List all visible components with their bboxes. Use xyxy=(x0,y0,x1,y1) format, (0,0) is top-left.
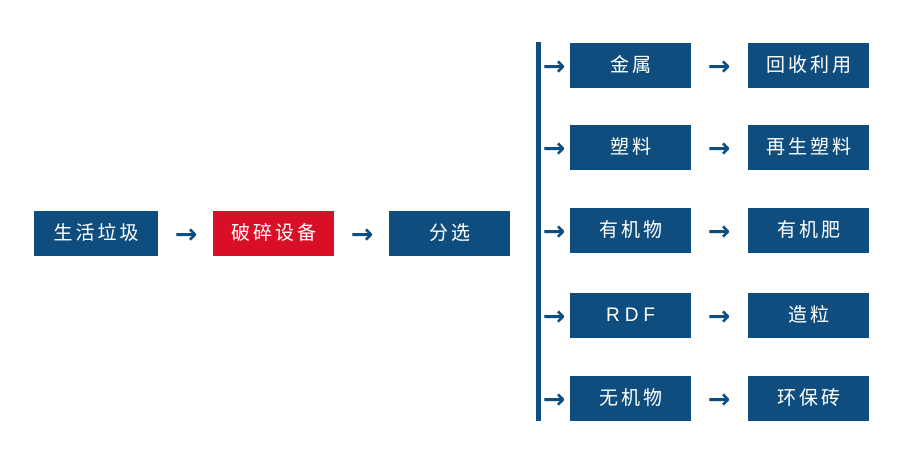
arrow-trunk-to-branch-0: → xyxy=(542,50,566,82)
node-main-0[interactable]: 生活垃圾 xyxy=(34,211,158,256)
arrow-branch-1-to-output: → xyxy=(707,132,731,164)
fanout-trunk-line xyxy=(536,42,541,421)
node-branch-input-1[interactable]: 塑料 xyxy=(570,125,691,170)
arrow-trunk-to-branch-2: → xyxy=(542,215,566,247)
node-main-1[interactable]: 破碎设备 xyxy=(213,211,334,256)
arrow-main-0-to-1: → xyxy=(174,218,198,250)
arrow-branch-4-to-output: → xyxy=(707,383,731,415)
arrow-branch-2-to-output: → xyxy=(707,215,731,247)
node-branch-output-0[interactable]: 回收利用 xyxy=(748,43,869,88)
node-branch-output-4[interactable]: 环保砖 xyxy=(748,376,869,421)
arrow-branch-3-to-output: → xyxy=(707,300,731,332)
node-branch-input-0[interactable]: 金属 xyxy=(570,43,691,88)
arrow-main-1-to-2: → xyxy=(350,218,374,250)
node-branch-input-3[interactable]: RDF xyxy=(570,293,691,338)
arrow-branch-0-to-output: → xyxy=(707,50,731,82)
arrow-trunk-to-branch-1: → xyxy=(542,132,566,164)
node-main-2[interactable]: 分选 xyxy=(389,211,510,256)
node-branch-output-1[interactable]: 再生塑料 xyxy=(748,125,869,170)
arrow-trunk-to-branch-3: → xyxy=(542,300,566,332)
node-branch-input-2[interactable]: 有机物 xyxy=(570,208,691,253)
arrow-trunk-to-branch-4: → xyxy=(542,383,566,415)
node-branch-output-3[interactable]: 造粒 xyxy=(748,293,869,338)
node-branch-output-2[interactable]: 有机肥 xyxy=(748,208,869,253)
node-branch-input-4[interactable]: 无机物 xyxy=(570,376,691,421)
